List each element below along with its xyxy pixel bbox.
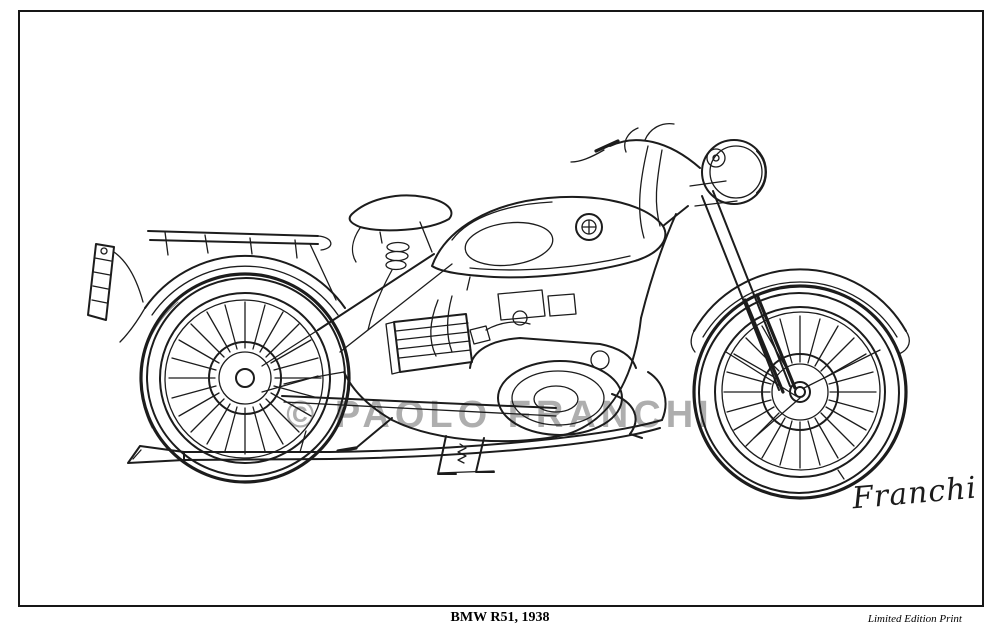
rear-wheel	[139, 272, 351, 484]
center-stand	[437, 435, 495, 475]
saddle	[348, 194, 453, 271]
fuel-tank	[431, 195, 667, 291]
edition-label: Limited Edition Print	[867, 613, 962, 625]
small-details	[261, 375, 845, 480]
front-fender	[690, 268, 910, 397]
exhaust-pipe	[127, 371, 667, 464]
engine	[336, 289, 643, 453]
front-wheel	[692, 284, 908, 500]
print-frame-border	[18, 10, 984, 607]
rear-fender-and-rack	[87, 230, 346, 343]
print-title: BMW R51, 1938	[450, 610, 550, 625]
front-fork-and-headlight	[570, 122, 797, 394]
